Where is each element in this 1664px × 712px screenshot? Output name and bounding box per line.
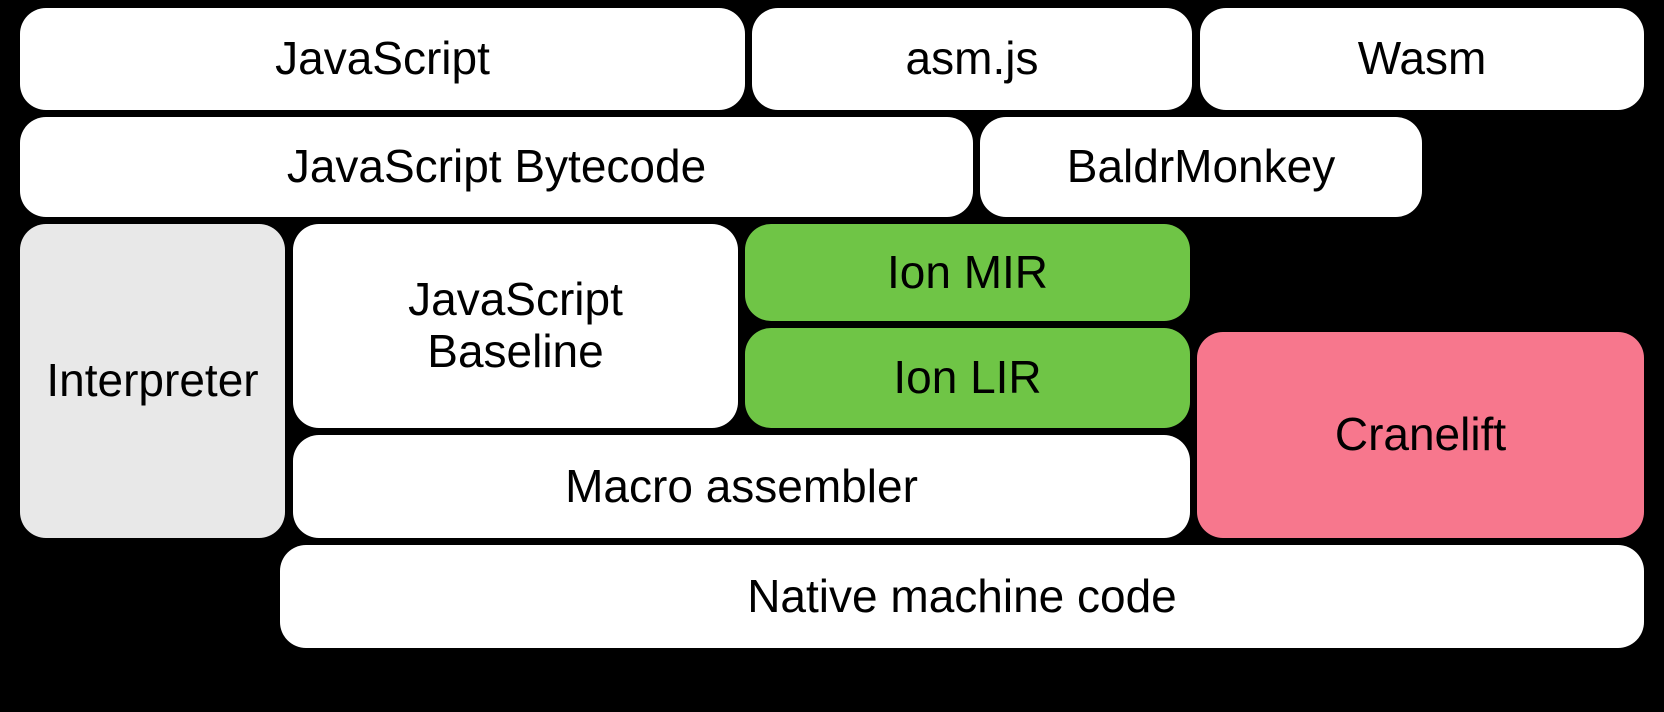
block-asm-js[interactable]: asm.js xyxy=(752,8,1192,110)
block-javascript[interactable]: JavaScript xyxy=(20,8,745,110)
block-macro-assembler[interactable]: Macro assembler xyxy=(293,435,1190,538)
block-cranelift[interactable]: Cranelift xyxy=(1197,332,1644,538)
block-wasm[interactable]: Wasm xyxy=(1200,8,1644,110)
block-javascript-baseline[interactable]: JavaScript Baseline xyxy=(293,224,738,428)
block-baldrmonkey[interactable]: BaldrMonkey xyxy=(980,117,1422,217)
block-ion-mir[interactable]: Ion MIR xyxy=(745,224,1190,321)
block-ion-lir[interactable]: Ion LIR xyxy=(745,328,1190,428)
block-interpreter[interactable]: Interpreter xyxy=(20,224,285,538)
block-native-machine-code[interactable]: Native machine code xyxy=(280,545,1644,648)
block-javascript-bytecode[interactable]: JavaScript Bytecode xyxy=(20,117,973,217)
